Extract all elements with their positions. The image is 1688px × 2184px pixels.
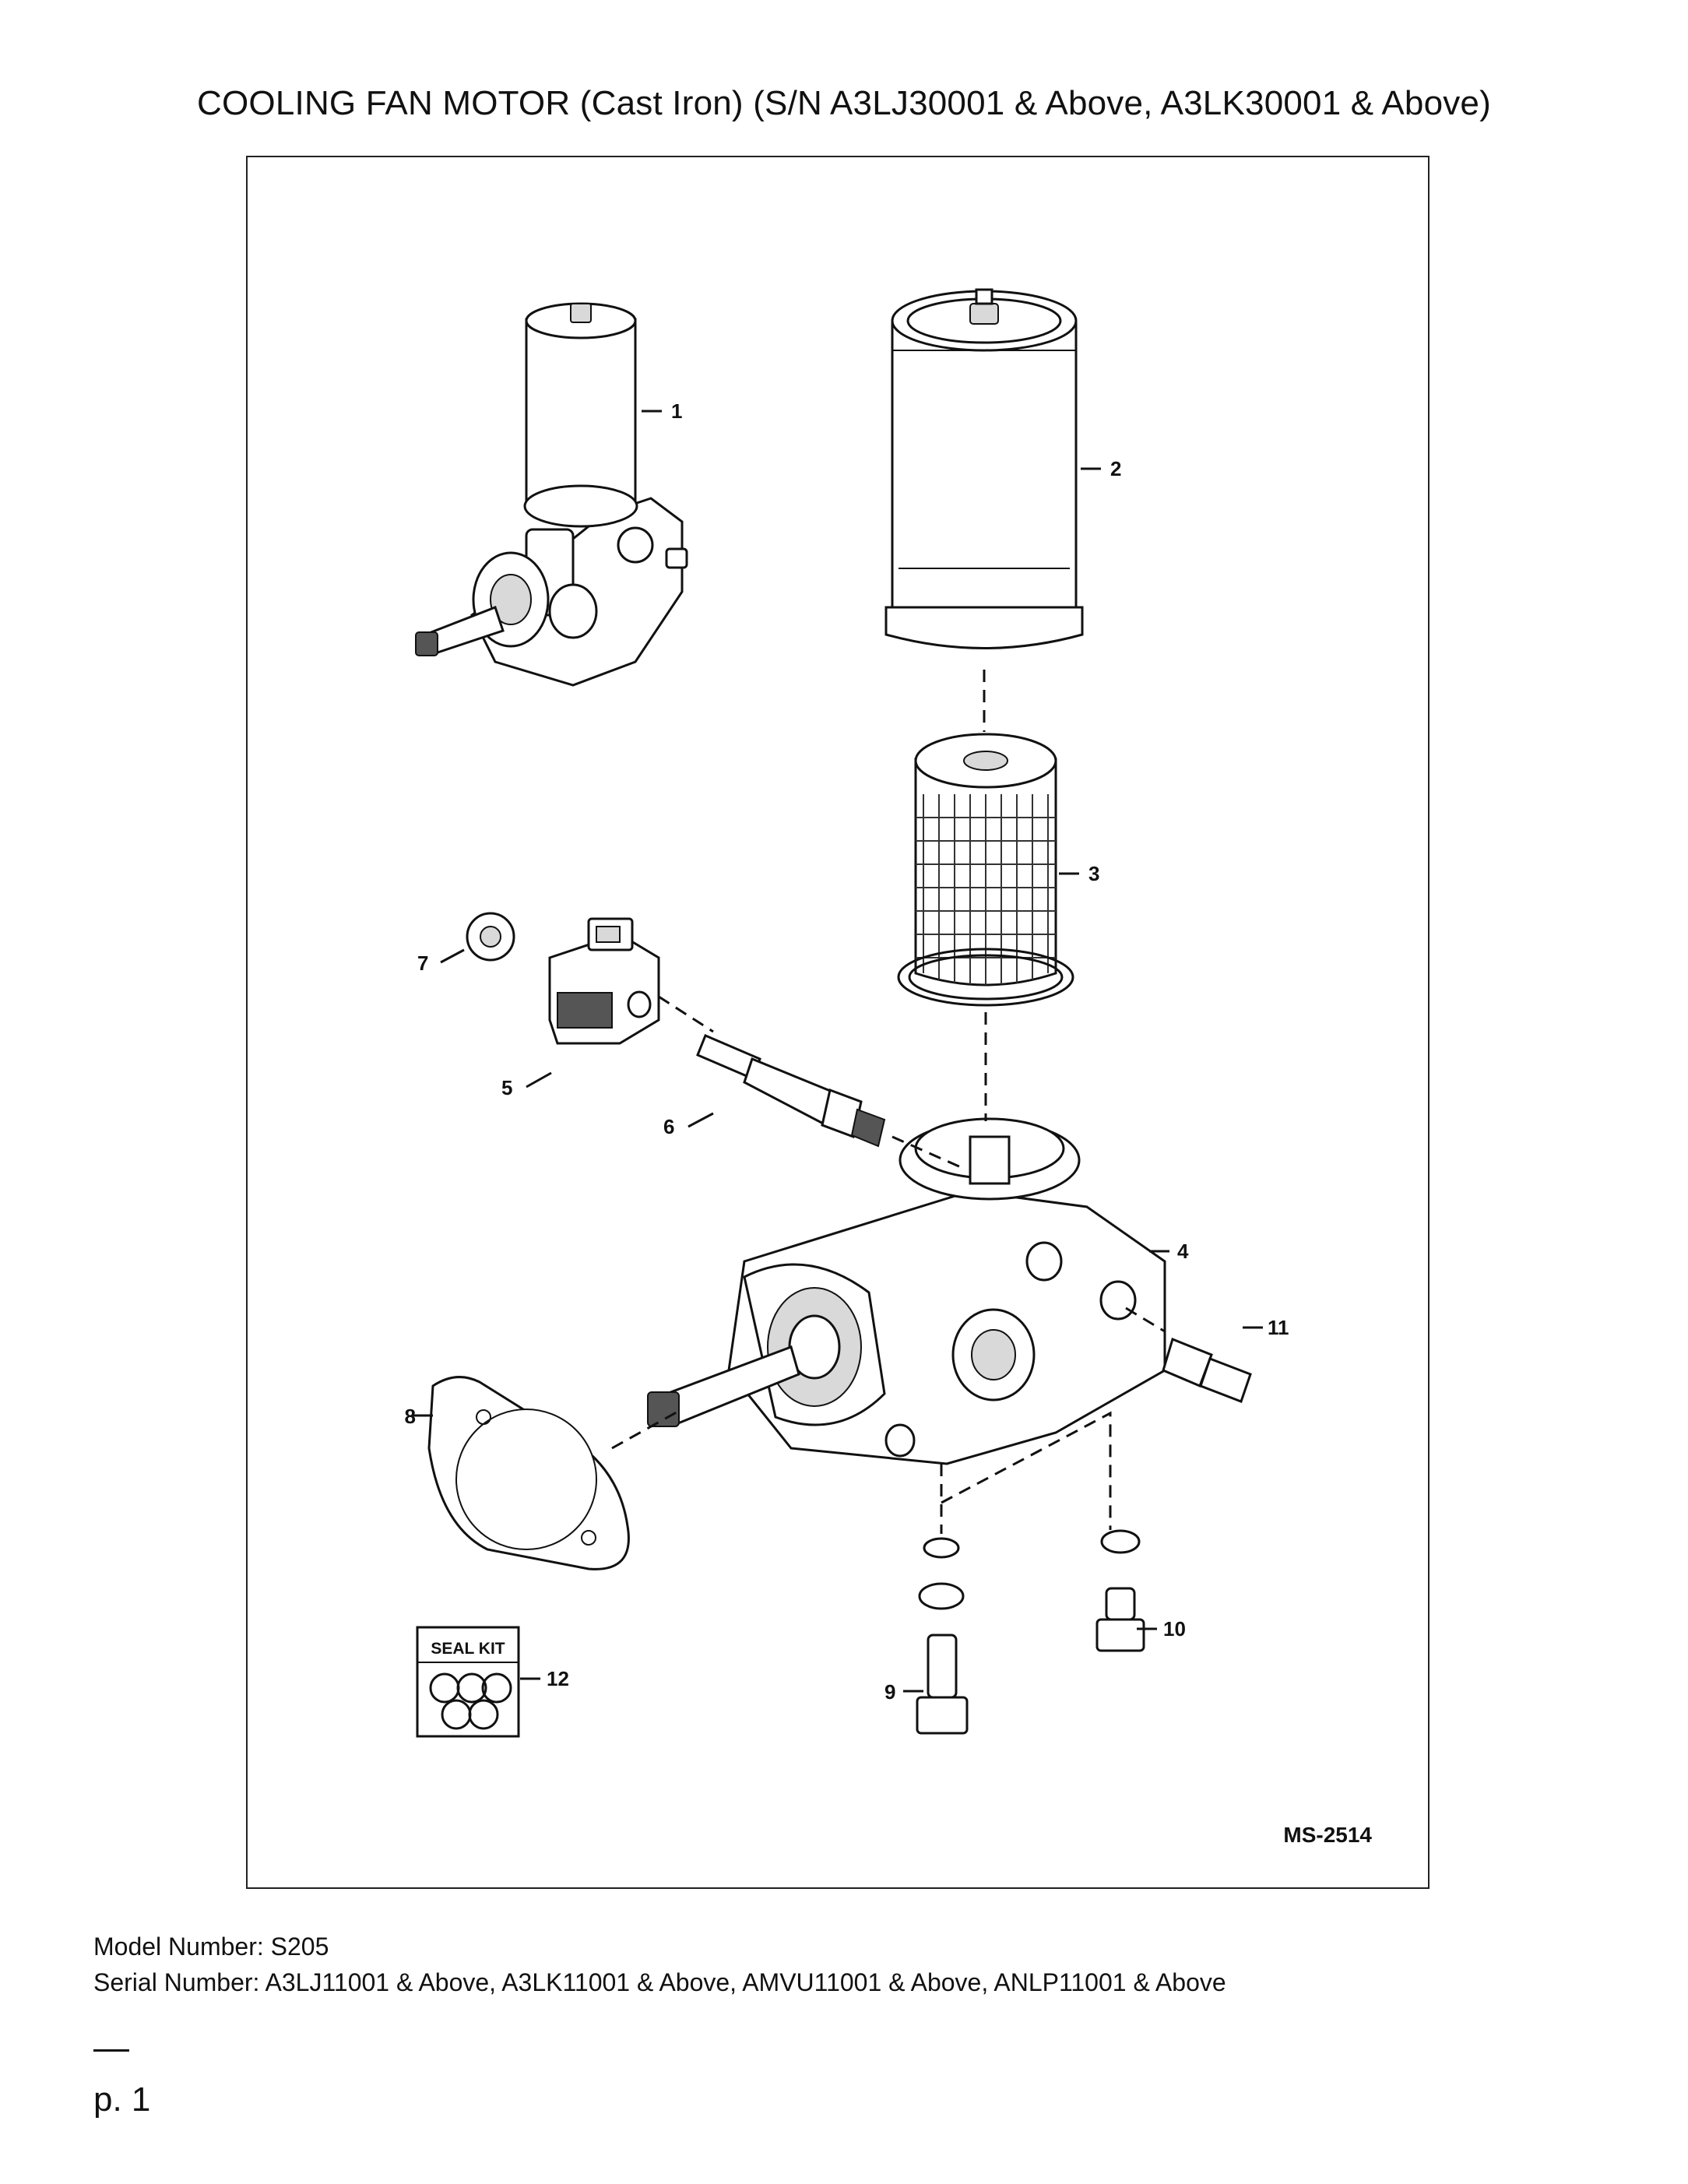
model-number: Model Number: S205 xyxy=(93,1933,329,1961)
seal-kit-label: SEAL KIT xyxy=(431,1640,505,1658)
callout-6: 6 xyxy=(663,1115,674,1138)
callout-12: 12 xyxy=(547,1667,569,1690)
part-9-fitting xyxy=(916,1537,969,1735)
callout-8: 8 xyxy=(405,1405,416,1428)
part-2-filter-canister xyxy=(884,288,1084,649)
diagram-frame xyxy=(246,156,1430,1889)
part-4-motor-body xyxy=(647,1117,1166,1465)
callout-4: 4 xyxy=(1177,1240,1189,1263)
callout-10: 10 xyxy=(1163,1617,1186,1641)
drawing-id: MS-2514 xyxy=(1283,1823,1372,1847)
page-number: p. 1 xyxy=(93,2080,151,2119)
part-10-fitting xyxy=(1095,1529,1145,1652)
serial-number: Serial Number: A3LJ11001 & Above, A3LK11… xyxy=(93,1968,1226,1996)
part-11-fitting xyxy=(1162,1337,1252,1403)
callout-9: 9 xyxy=(884,1680,895,1704)
part-3-filter-element xyxy=(897,733,1074,1007)
callout-3: 3 xyxy=(1088,862,1099,885)
part-8-gasket xyxy=(427,1376,630,1570)
callout-7: 7 xyxy=(417,951,428,975)
part-1-motor-assembly xyxy=(415,302,688,687)
callouts: 1 2 3 4 5 6 7 8 9 10 11 12 xyxy=(405,399,1289,1704)
callout-5: 5 xyxy=(501,1076,512,1099)
callout-2: 2 xyxy=(1110,457,1121,480)
callout-1: 1 xyxy=(671,399,682,423)
callout-11: 11 xyxy=(1268,1316,1289,1339)
assembly-lines xyxy=(611,670,1166,1534)
page-title: COOLING FAN MOTOR (Cast Iron) (S/N A3LJ3… xyxy=(197,84,1491,122)
part-6-valve-cartridge xyxy=(696,1034,886,1148)
page-number-rule xyxy=(93,2049,129,2052)
part-5-solenoid-coil xyxy=(548,917,660,1045)
exploded-parts-diagram: SEAL KIT 1 2 3 4 5 6 7 8 9 xyxy=(405,288,1372,1847)
part-12-seal-kit: SEAL KIT xyxy=(416,1626,520,1738)
part-7-nut xyxy=(466,912,515,962)
